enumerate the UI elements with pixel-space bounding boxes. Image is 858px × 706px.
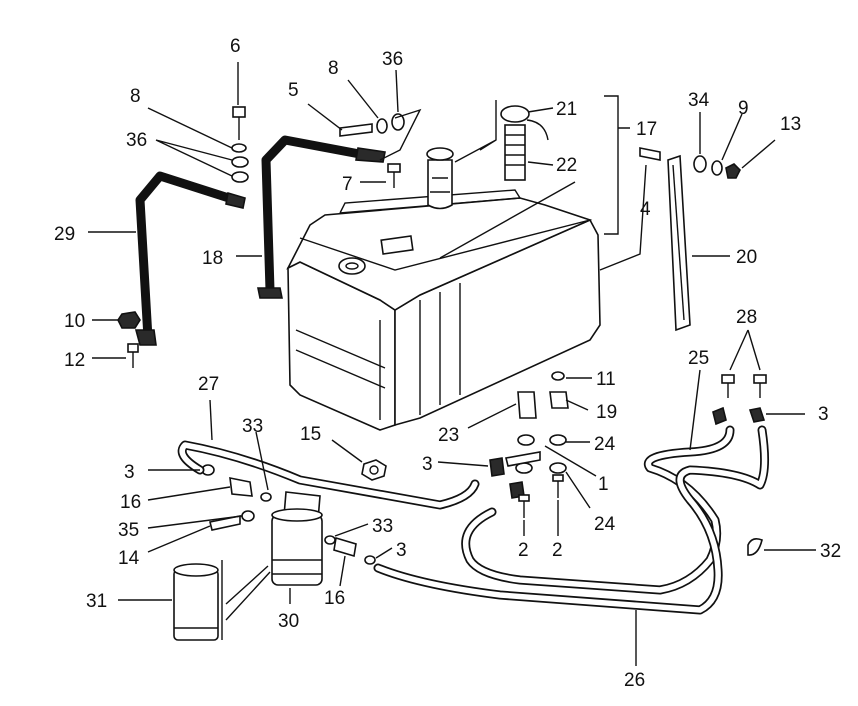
- callout-labels: 6 8 36 29 10 12 18 5 8 36 7 21 22 17 4 3…: [54, 36, 841, 691]
- tank-strap-20: [667, 154, 691, 332]
- callout-29: 29: [54, 224, 75, 245]
- filter-element-31: [173, 560, 223, 641]
- callout-33: 33: [372, 516, 393, 537]
- callout-3: 3: [124, 462, 135, 483]
- callout-25: 25: [688, 348, 709, 369]
- callout-17: 17: [636, 119, 657, 140]
- callout-16: 16: [324, 588, 345, 609]
- callout-11: 11: [596, 369, 616, 390]
- tank-bracket-18: [257, 135, 386, 299]
- callout-32: 32: [820, 541, 841, 562]
- fuel-tank: [286, 147, 601, 431]
- callout-2: 2: [518, 540, 529, 561]
- callout-33: 33: [242, 416, 263, 437]
- leader-lines: [88, 62, 816, 666]
- callout-23: 23: [438, 425, 459, 446]
- callout-30: 30: [278, 611, 299, 632]
- callout-16: 16: [120, 492, 141, 513]
- callout-6: 6: [230, 36, 241, 57]
- callout-3: 3: [396, 540, 407, 561]
- small-hardware: [117, 105, 767, 565]
- callout-35: 35: [118, 520, 139, 541]
- callout-3: 3: [422, 454, 433, 475]
- callout-7: 7: [342, 174, 353, 195]
- callout-9: 9: [738, 98, 749, 119]
- callout-4: 4: [640, 199, 651, 220]
- callout-8: 8: [328, 58, 339, 79]
- callout-8: 8: [130, 86, 141, 107]
- callout-3: 3: [818, 404, 829, 425]
- tank-bracket-29: [134, 171, 246, 346]
- callout-1: 1: [598, 474, 609, 495]
- callout-2: 2: [552, 540, 563, 561]
- callout-13: 13: [780, 114, 801, 135]
- callout-5: 5: [288, 80, 299, 101]
- callout-36: 36: [126, 130, 147, 151]
- callout-18: 18: [202, 248, 223, 269]
- fuel-lines: [177, 425, 770, 615]
- callout-22: 22: [556, 155, 577, 176]
- callout-24: 24: [594, 514, 616, 535]
- callout-24: 24: [594, 434, 616, 455]
- callout-31: 31: [86, 591, 107, 612]
- callout-12: 12: [64, 350, 85, 371]
- callout-27: 27: [198, 374, 219, 395]
- callout-10: 10: [64, 311, 85, 332]
- callout-19: 19: [596, 402, 617, 423]
- callout-28: 28: [736, 307, 757, 328]
- callout-26: 26: [624, 670, 645, 691]
- callout-34: 34: [688, 90, 710, 111]
- callout-21: 21: [556, 99, 577, 120]
- callout-36: 36: [382, 49, 403, 70]
- callout-20: 20: [736, 247, 757, 268]
- callout-14: 14: [118, 548, 140, 569]
- fuel-filter: [271, 491, 323, 586]
- callout-15: 15: [300, 424, 321, 445]
